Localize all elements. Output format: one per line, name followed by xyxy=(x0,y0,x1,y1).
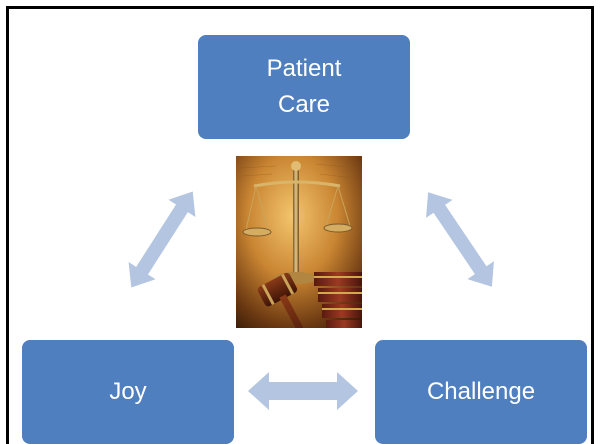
arrow-left-diagonal xyxy=(128,191,196,288)
node-joy: Joy xyxy=(22,340,234,444)
node-patient-care: Patient Care xyxy=(198,35,410,139)
node-joy-label: Joy xyxy=(109,378,147,405)
arrow-right-diagonal xyxy=(426,192,494,287)
node-challenge-label: Challenge xyxy=(426,378,536,405)
node-patient-care-line1: Patient xyxy=(266,55,342,82)
node-patient-care-line2: Care xyxy=(277,91,331,118)
scales-of-justice-and-gavel-icon xyxy=(236,156,362,328)
node-challenge: Challenge xyxy=(375,340,587,444)
slide-frame xyxy=(6,6,594,444)
arrow-horizontal xyxy=(248,372,358,410)
scales-of-justice-image xyxy=(236,156,362,328)
